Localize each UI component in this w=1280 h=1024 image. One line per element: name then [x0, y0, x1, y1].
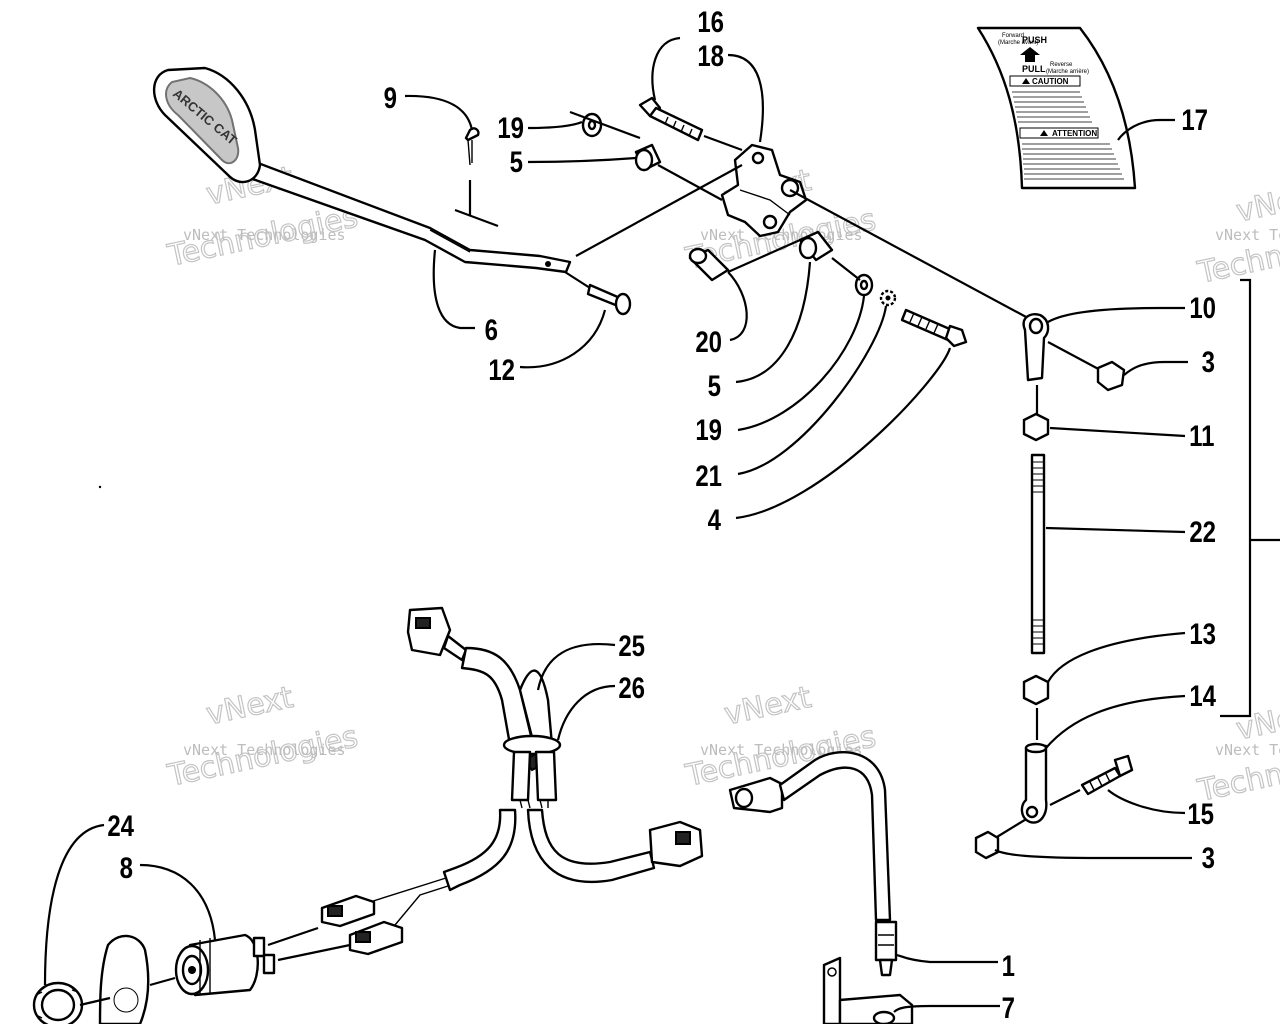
ground-wire	[728, 751, 898, 977]
callout-8: 8	[120, 850, 133, 884]
svg-text:PUSH: PUSH	[1022, 35, 1047, 45]
callout-1: 1	[1002, 948, 1015, 982]
watermark-text-4: vNext Technologies	[183, 741, 346, 759]
callout-11: 11	[1189, 418, 1214, 452]
shift-rod-assembly	[974, 313, 1134, 860]
callout-10: 10	[1189, 290, 1216, 324]
callout-19-lower: 19	[695, 412, 722, 446]
callout-9: 9	[384, 80, 397, 114]
svg-text:(Marche avant): (Marche avant)	[998, 40, 1038, 46]
group-bracket	[1220, 278, 1280, 718]
assembly-lines	[454, 110, 1105, 841]
svg-text:vNext: vNext	[203, 680, 296, 733]
svg-text:Reverse: Reverse	[1050, 62, 1073, 68]
callout-13: 13	[1189, 616, 1216, 650]
svg-text:ATTENTION: ATTENTION	[1052, 129, 1097, 138]
callout-12: 12	[488, 352, 515, 386]
svg-text:vNext: vNext	[1233, 695, 1280, 748]
bushing-5-lower	[798, 230, 834, 262]
cotter-pin	[464, 127, 480, 166]
callout-19-top: 19	[497, 110, 524, 144]
callout-16: 16	[697, 4, 724, 38]
callout-5-top: 5	[510, 144, 523, 178]
callout-17: 17	[1181, 102, 1208, 136]
leader-lines	[43, 36, 1192, 1013]
watermark-text-1: vNext Technologies	[183, 226, 346, 244]
switch-assembly	[32, 926, 351, 1024]
svg-text:(Marche arrière): (Marche arrière)	[1046, 69, 1089, 75]
pivot-bracket	[720, 143, 808, 238]
warning-decal: Forward (Marche avant) PUSH PULL Reverse…	[976, 26, 1137, 190]
callout-3-top: 3	[1202, 344, 1215, 378]
svg-text:PULL: PULL	[1022, 64, 1046, 74]
svg-text:CAUTION: CAUTION	[1032, 77, 1069, 86]
svg-text:vNext: vNext	[721, 680, 814, 733]
watermark-4: vNext Technologies	[164, 679, 362, 794]
callout-14: 14	[1189, 678, 1216, 712]
callout-22: 22	[1189, 514, 1216, 548]
svg-text:Forward: Forward	[1002, 33, 1024, 39]
callout-15: 15	[1187, 796, 1214, 830]
callout-20: 20	[695, 324, 722, 358]
callout-6: 6	[485, 312, 498, 346]
callout-21: 21	[695, 458, 722, 492]
callout-7: 7	[1002, 990, 1015, 1024]
watermark-text-5: vNext Technologies	[700, 741, 863, 759]
callout-labels: 16 18 17 9 19 5 6 12 20 5 19 21 4 10 3 1…	[107, 4, 1216, 1024]
callout-3-bottom: 3	[1202, 840, 1215, 874]
callout-26: 26	[618, 670, 645, 704]
callout-18: 18	[697, 38, 724, 72]
svg-text:vNext: vNext	[1233, 177, 1280, 230]
bolt-4	[900, 308, 968, 348]
callout-25: 25	[618, 628, 645, 662]
bolt-16	[638, 96, 704, 142]
bushing-20	[688, 247, 730, 282]
callout-5-lower: 5	[708, 368, 721, 402]
watermark-text-6: vNext Technologies	[1215, 741, 1280, 759]
callout-4: 4	[708, 502, 721, 536]
shift-lever: ARCTIC CAT	[152, 66, 572, 274]
callout-24: 24	[107, 808, 134, 842]
mount-bracket	[822, 956, 914, 1024]
bushing-5-top	[634, 143, 662, 172]
lock-washer-21	[879, 289, 897, 307]
watermark-5: vNext Technologies	[682, 679, 880, 794]
clevis-pin	[586, 283, 632, 316]
watermark-text-3: vNext Technologies	[1215, 226, 1280, 244]
wiring-harness	[320, 606, 704, 956]
